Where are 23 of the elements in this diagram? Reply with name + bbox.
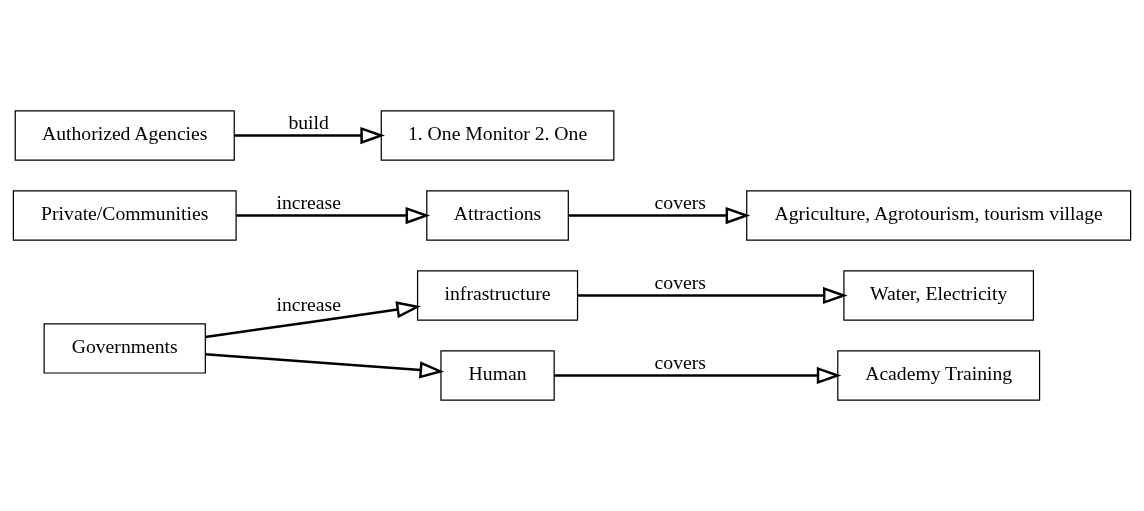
node-box: Private/Communities [12,190,237,241]
node-box: Attractions [426,190,569,241]
arrow [205,301,421,339]
edge-label: covers [654,271,706,294]
node-box: Water, Electricity [843,270,1035,321]
edge-label: increase [276,293,341,316]
edge-label: covers [654,351,706,374]
node-box: Agriculture, Agrotourism, tourism village [746,190,1132,241]
node-box: 1. One Monitor 2. One [380,110,615,161]
node-box: Governments [43,323,206,374]
node-box: infrastructure [416,270,579,321]
arrow [577,286,848,305]
arrow [568,206,751,225]
node-box: Authorized Agencies [14,110,235,161]
arrow [554,366,842,385]
node-box: Human [440,350,555,401]
arrow [236,206,431,225]
arrow [234,126,385,145]
arrow [205,353,445,379]
node-box: Academy Training [837,350,1041,401]
edge-label: increase [276,191,341,214]
edge-label: build [288,111,329,134]
edge-label: covers [654,191,706,214]
